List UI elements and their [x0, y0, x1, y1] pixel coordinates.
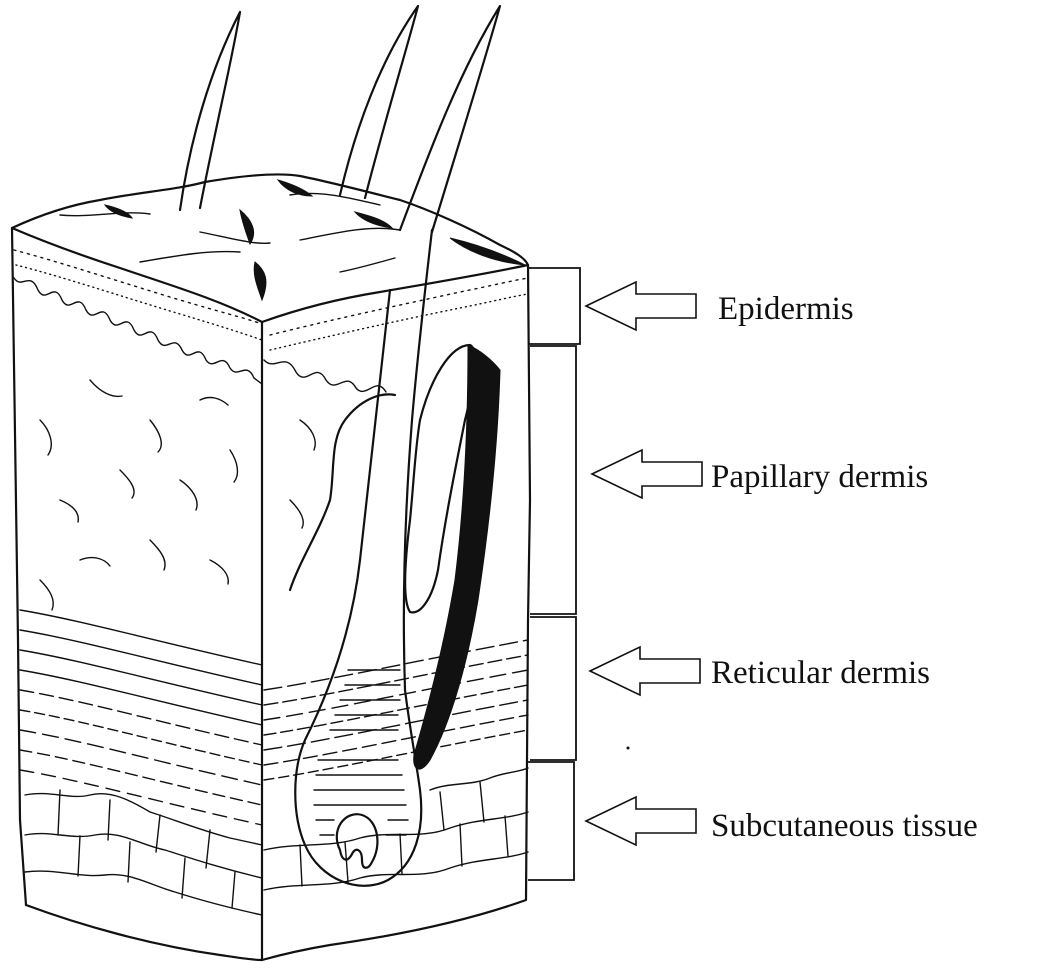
reticular-texture-right — [264, 640, 528, 780]
skin-block — [12, 6, 530, 960]
arrow-epidermis — [586, 282, 696, 330]
bracket-subcutaneous — [528, 762, 574, 880]
label-arrows — [586, 282, 702, 845]
arrow-subcutaneous — [586, 797, 696, 845]
hair-bulb-papilla — [337, 814, 378, 868]
layer-labels: Epidermis Papillary dermis Reticular der… — [711, 291, 978, 844]
stray-dot — [627, 747, 630, 750]
arrow-papillary — [592, 450, 702, 498]
skin-surface — [12, 174, 528, 322]
bracket-reticular — [530, 617, 576, 760]
hair-shaft-middle — [340, 6, 418, 198]
left-face-outline — [12, 228, 262, 960]
arrector-pili-muscle — [414, 345, 500, 769]
hair-shaft-right — [400, 6, 500, 232]
surface-texture — [60, 180, 525, 300]
layer-brackets — [528, 268, 580, 880]
epidermis-band-left — [14, 250, 262, 384]
label-epidermis: Epidermis — [718, 291, 854, 327]
arrow-reticular — [590, 647, 700, 695]
papillary-texture — [40, 380, 315, 610]
bracket-papillary — [530, 346, 576, 614]
bracket-epidermis — [528, 268, 580, 344]
label-papillary-dermis: Papillary dermis — [711, 459, 928, 495]
label-reticular-dermis: Reticular dermis — [711, 655, 930, 691]
reticular-texture-left — [20, 610, 262, 825]
label-subcutaneous-tissue: Subcutaneous tissue — [711, 808, 978, 844]
follicle-hatching — [314, 670, 408, 835]
subcutaneous-texture — [25, 768, 528, 915]
